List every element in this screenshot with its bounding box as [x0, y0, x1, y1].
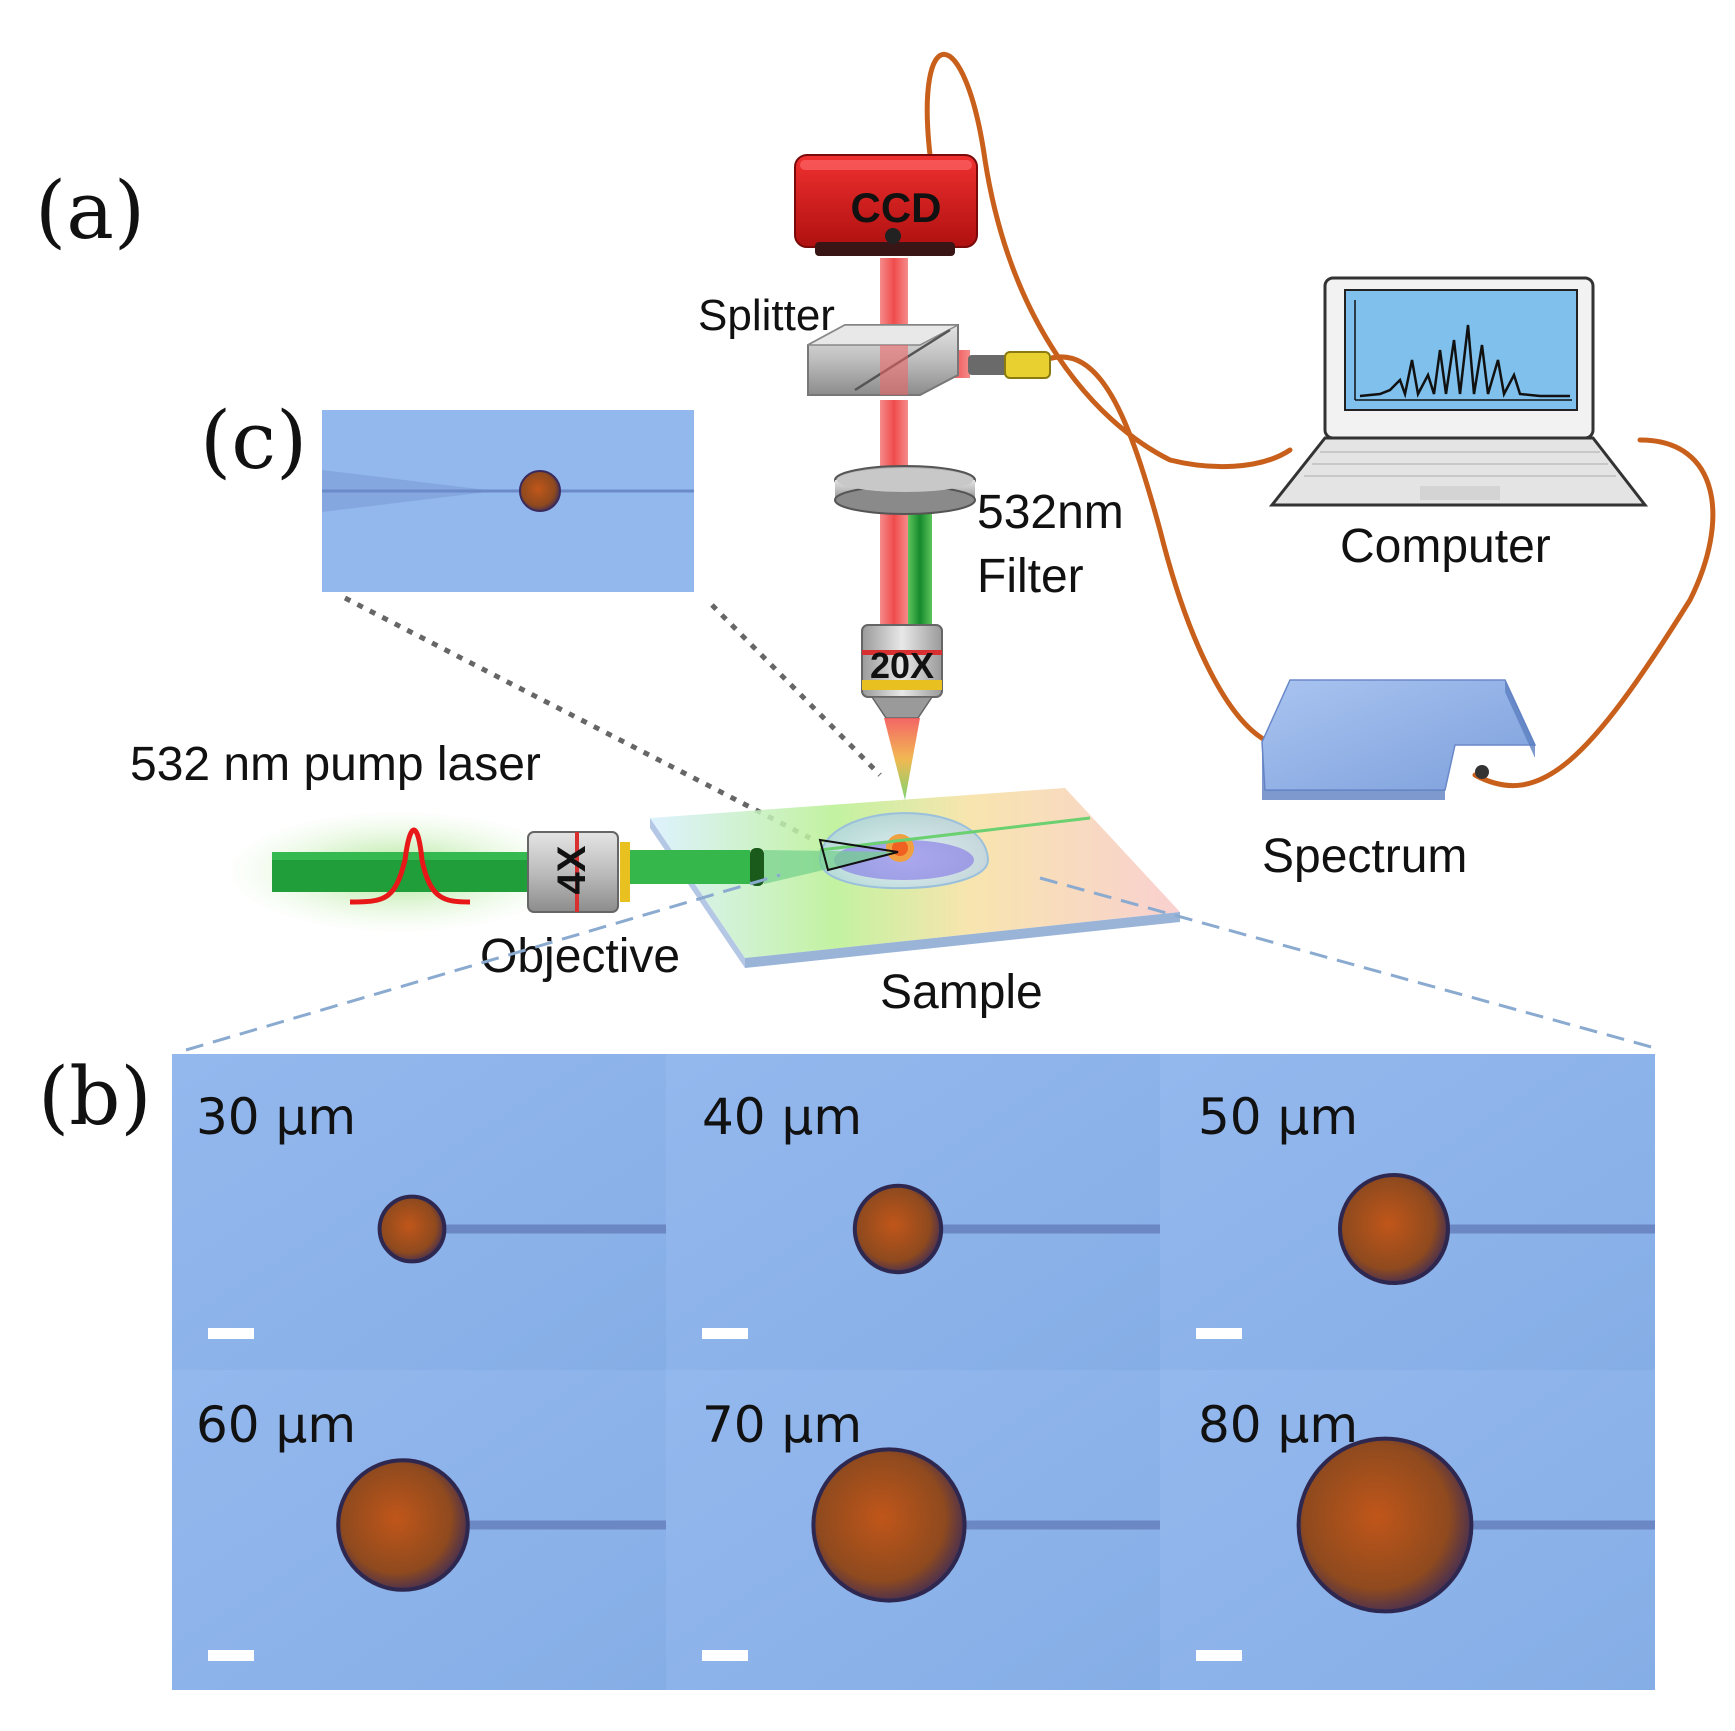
microsphere-size-label: 80 µm: [1198, 1396, 1358, 1454]
sample-droplet: [818, 812, 1091, 890]
pump-laser-label: 532 nm pump laser: [130, 738, 541, 791]
objective-20x-label: 20X: [870, 645, 934, 686]
spectrum-label: Spectrum: [1262, 830, 1467, 883]
microsphere-size-label: 60 µm: [196, 1396, 356, 1454]
scale-bar: [702, 1650, 748, 1661]
scale-bar: [208, 1650, 254, 1661]
zoom-line-b-right: [1039, 876, 1656, 1050]
microsphere: [811, 1447, 967, 1603]
computer-laptop: [1268, 276, 1649, 507]
green-beam-lower: [908, 505, 932, 625]
sample-label: Sample: [880, 966, 1043, 1019]
scale-bar: [1196, 1328, 1242, 1339]
zoom-line-c-right: [710, 603, 882, 777]
microsphere: [336, 1458, 470, 1592]
red-beam-middle: [880, 400, 908, 478]
computer-label: Computer: [1340, 520, 1551, 573]
microsphere: [377, 1194, 447, 1264]
cable-splitter-to-spectrum: [1042, 354, 1268, 743]
objective-20x: 20X: [861, 624, 943, 719]
microsphere-size-label: 70 µm: [702, 1396, 862, 1454]
microsphere-image-3: 50 µm: [1160, 1054, 1655, 1370]
scale-bar: [1196, 1650, 1242, 1661]
microsphere: [852, 1183, 944, 1275]
green-beam-horizontal: [630, 850, 750, 884]
spectrum-trace: [1359, 324, 1570, 399]
filter-label-line2: Filter: [977, 550, 1084, 603]
panel-c-inset: [322, 410, 694, 592]
red-beam-lower: [880, 505, 908, 625]
microsphere-size-label: 50 µm: [1198, 1088, 1358, 1146]
filter-532nm: [834, 465, 976, 515]
microsphere-image-6: 80 µm: [1160, 1370, 1655, 1690]
panel-label-b: (b): [38, 1050, 152, 1143]
spectrometer-device: [1261, 679, 1537, 800]
fiber-connector: [968, 351, 1051, 379]
green-focus-cone: [764, 850, 900, 884]
microsphere-image-4: 60 µm: [172, 1370, 666, 1690]
zoom-line-b-left: [185, 873, 781, 1052]
cable-spectrum-to-computer: [1472, 437, 1716, 789]
splitter-label: Splitter: [698, 291, 835, 340]
objective-4x: 4X: [527, 831, 630, 913]
ccd-camera: CCD: [794, 154, 978, 256]
ccd-label: CCD: [851, 184, 942, 231]
panel-label-a: (a): [35, 164, 145, 257]
focus-cone: [884, 718, 920, 800]
microsphere-image-2: 40 µm: [666, 1054, 1160, 1370]
scale-bar: [208, 1328, 254, 1339]
microsphere: [1338, 1173, 1450, 1285]
scale-bar: [702, 1328, 748, 1339]
panel-label-c: (c): [200, 394, 307, 487]
filter-label-line1: 532nm: [977, 486, 1124, 539]
zoom-line-c-left: [343, 595, 812, 841]
beam-splitter: [807, 324, 959, 396]
cables: [924, 52, 1716, 789]
cable-ccd-to-computer: [924, 52, 1293, 470]
pulse-shape: [349, 827, 471, 905]
objective-label: Objective: [480, 930, 680, 983]
microsphere-size-label: 40 µm: [702, 1088, 862, 1146]
microsphere: [1296, 1436, 1474, 1614]
microsphere-image-5: 70 µm: [666, 1370, 1160, 1690]
panel-b-microsphere-grid: 30 µm 40 µm 50 µm 60 µm 70 µm 80 µm: [172, 1054, 1655, 1690]
microsphere-size-label: 30 µm: [196, 1088, 356, 1146]
microsphere-image-1: 30 µm: [172, 1054, 666, 1370]
objective-4x-label: 4X: [550, 845, 594, 894]
